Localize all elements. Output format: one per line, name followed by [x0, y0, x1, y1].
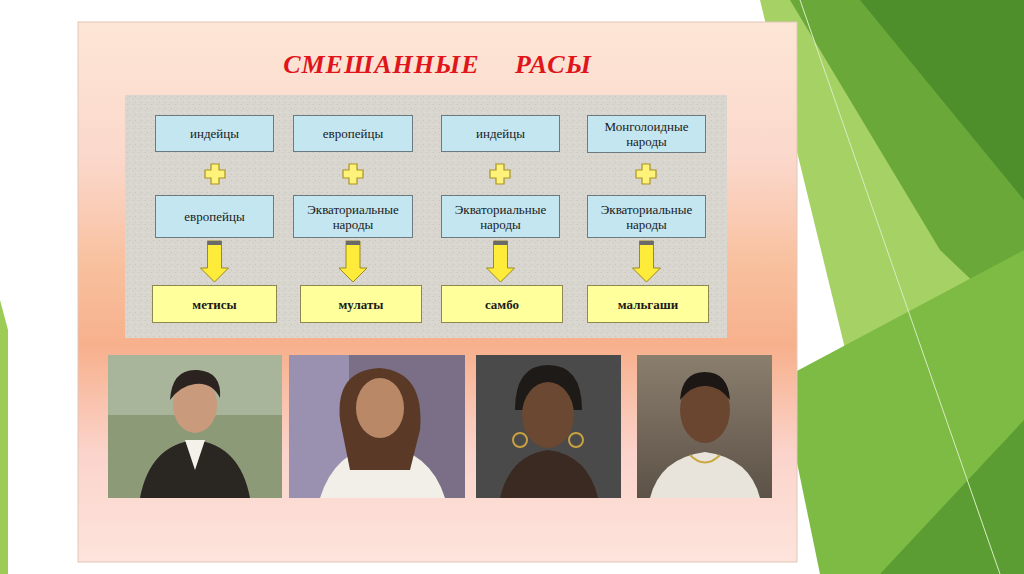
source-box: Экваториальные народы [587, 195, 706, 238]
arrow-cap [346, 241, 360, 245]
slide-title: СМЕШАННЫЕ РАСЫ [78, 50, 797, 80]
result-box: самбо [441, 285, 563, 323]
box-label: Экваториальные народы [588, 202, 705, 232]
arrow-cap [640, 241, 654, 245]
green-shape [860, 0, 1024, 200]
source-box: европейцы [293, 115, 413, 152]
block-arrow [339, 241, 367, 282]
source-box: индейцы [441, 115, 560, 152]
photo [108, 355, 282, 498]
green-shape [880, 420, 1024, 574]
plus-sign [490, 164, 510, 184]
block-arrow [201, 241, 229, 282]
source-box: Монголоидные народы [587, 115, 706, 153]
source-box: европейцы [155, 195, 274, 238]
photo [637, 355, 772, 498]
box-label: Экваториальные народы [442, 202, 559, 232]
box-label: индейцы [472, 126, 529, 141]
box-label: Экваториальные народы [294, 202, 412, 232]
result-box: мулаты [300, 285, 422, 323]
plus-sign [636, 164, 656, 184]
box-label: мулаты [334, 297, 387, 312]
arrow-cap [494, 241, 508, 245]
box-label: Монголоидные народы [588, 119, 705, 149]
box-label: европейцы [180, 209, 248, 224]
box-label: индейцы [186, 126, 243, 141]
slide-panel [78, 22, 797, 562]
diagram-panel [125, 95, 727, 338]
plus-sign [205, 164, 225, 184]
result-box: мальгаши [587, 285, 709, 323]
box-label: метисы [188, 297, 240, 312]
arrow-cap [208, 241, 222, 245]
green-shape [780, 250, 1024, 574]
block-arrow [633, 241, 661, 282]
green-shape [760, 0, 1024, 574]
box-label: самбо [481, 297, 523, 312]
box-label: мальгаши [614, 297, 682, 312]
box-label: европейцы [319, 126, 387, 141]
photo [289, 355, 465, 498]
source-box: индейцы [155, 115, 274, 152]
result-box: метисы [152, 285, 277, 323]
green-strip [0, 300, 8, 574]
source-box: Экваториальные народы [441, 195, 560, 238]
plus-sign [343, 164, 363, 184]
block-arrow [487, 241, 515, 282]
decor-line [800, 0, 1000, 574]
source-box: Экваториальные народы [293, 195, 413, 238]
photo [476, 355, 621, 498]
